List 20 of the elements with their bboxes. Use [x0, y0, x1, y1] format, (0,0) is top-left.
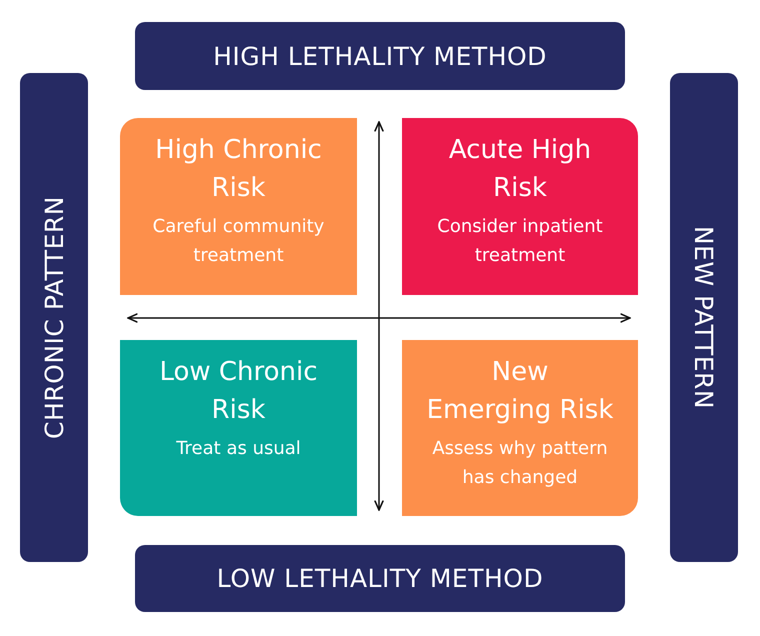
risk-quadrant [402, 118, 638, 295]
risk-quadrant [120, 340, 357, 516]
quadrant-advice: Careful community treatment [152, 215, 326, 268]
label-bar [20, 73, 88, 562]
label-bar [135, 545, 625, 612]
quadrant-advice: Assess why pattern has changed [431, 437, 609, 490]
risk-quadrant [120, 118, 357, 295]
axis-title: CHRONIC PATTERN [40, 196, 68, 439]
risk-quadrant [402, 340, 638, 516]
label-bar [670, 73, 738, 562]
quadrant-title: Low Chronic Risk [158, 356, 319, 427]
axis-title: NEW PATTERN [690, 226, 718, 410]
label-bar [135, 22, 625, 90]
quadrant-advice: Consider inpatient treatment [436, 215, 604, 268]
axis-title: HIGH LETHALITY METHOD [213, 42, 547, 70]
axis-title: LOW LETHALITY METHOD [216, 564, 544, 593]
quadrant-title: High Chronic Risk [154, 134, 323, 205]
quadrant-title: Acute High Risk [448, 134, 592, 205]
quadrant-title: New Emerging Risk [426, 356, 614, 427]
quadrant-advice: Treat as usual [176, 437, 301, 462]
